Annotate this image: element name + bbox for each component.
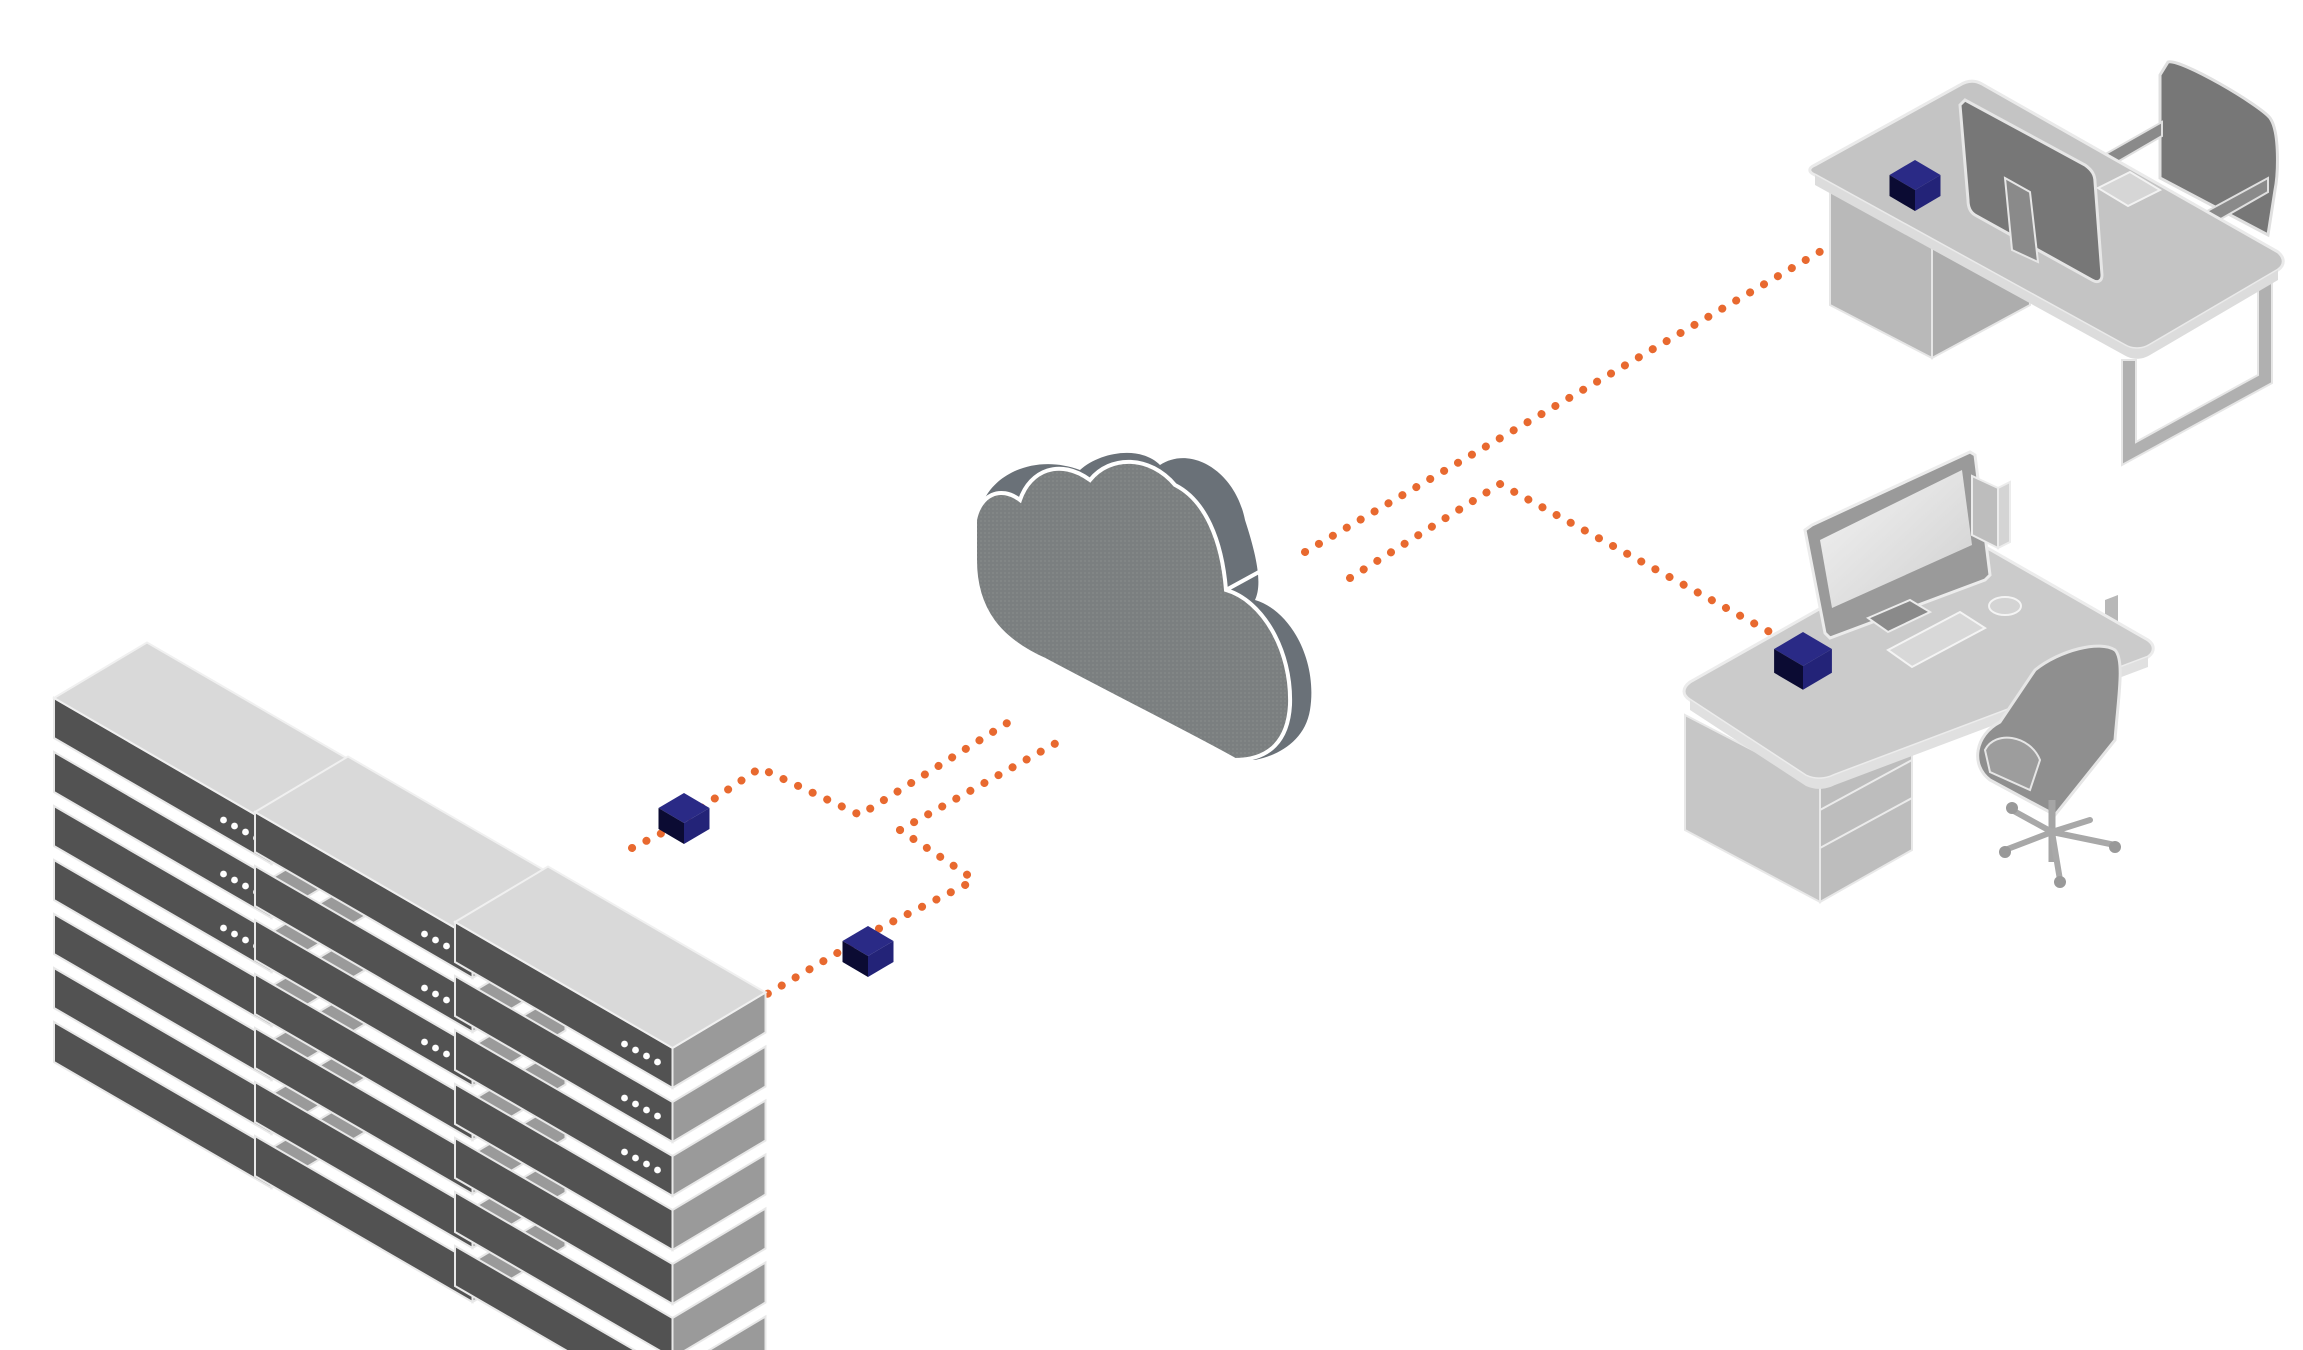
server-led-icon	[443, 1050, 450, 1058]
server-led-icon	[643, 1052, 650, 1060]
dotted-connection-line	[1346, 479, 1834, 669]
server-led-icon	[432, 1044, 439, 1052]
server-led-icon	[231, 876, 238, 884]
dotted-connection-line	[896, 826, 979, 884]
dotted-connection-line	[1301, 201, 1904, 556]
server-led-icon	[220, 816, 227, 824]
server-led-icon	[443, 996, 450, 1004]
server-led-icon	[632, 1100, 639, 1108]
server-racks	[52, 641, 768, 1350]
kvm-unit-rack-a	[658, 793, 710, 844]
dotted-connection-line	[896, 738, 1062, 834]
server-led-icon	[654, 1058, 661, 1066]
server-led-icon	[220, 924, 227, 932]
server-led-icon	[443, 942, 450, 950]
office-chair-icon	[1976, 644, 2122, 888]
server-led-icon	[621, 1148, 628, 1156]
server-led-icon	[421, 930, 428, 938]
kvm-unit-desk-top	[1889, 160, 1941, 211]
server-led-icon	[242, 828, 249, 836]
server-led-icon	[242, 882, 249, 890]
server-led-icon	[643, 1106, 650, 1114]
server-led-icon	[621, 1094, 628, 1102]
server-led-icon	[231, 822, 238, 830]
server-led-icon	[432, 990, 439, 998]
dotted-connection-line	[736, 876, 979, 1014]
server-led-icon	[421, 1038, 428, 1046]
server-led-icon	[643, 1160, 650, 1168]
server-led-icon	[632, 1154, 639, 1162]
server-led-icon	[242, 936, 249, 944]
server-led-icon	[621, 1040, 628, 1048]
server-led-icon	[632, 1046, 639, 1054]
server-led-icon	[654, 1112, 661, 1120]
server-rack-3	[453, 865, 768, 1350]
server-led-icon	[231, 930, 238, 938]
server-led-icon	[220, 870, 227, 878]
connection-links	[628, 201, 1904, 1014]
server-led-icon	[421, 984, 428, 992]
kvm-unit-rack-b	[842, 926, 894, 977]
cloud-icon	[973, 452, 1312, 763]
workstation-bottom	[1682, 450, 2155, 904]
server-top-panel	[453, 865, 768, 1050]
kvm-unit-desk-bottom	[1774, 632, 1832, 690]
kvm-units	[658, 160, 1941, 977]
server-led-icon	[654, 1166, 661, 1174]
dotted-connection-line	[628, 716, 1016, 852]
server-led-icon	[432, 936, 439, 944]
workstation-top	[1808, 60, 2285, 467]
monitor-icon	[1803, 450, 1992, 640]
